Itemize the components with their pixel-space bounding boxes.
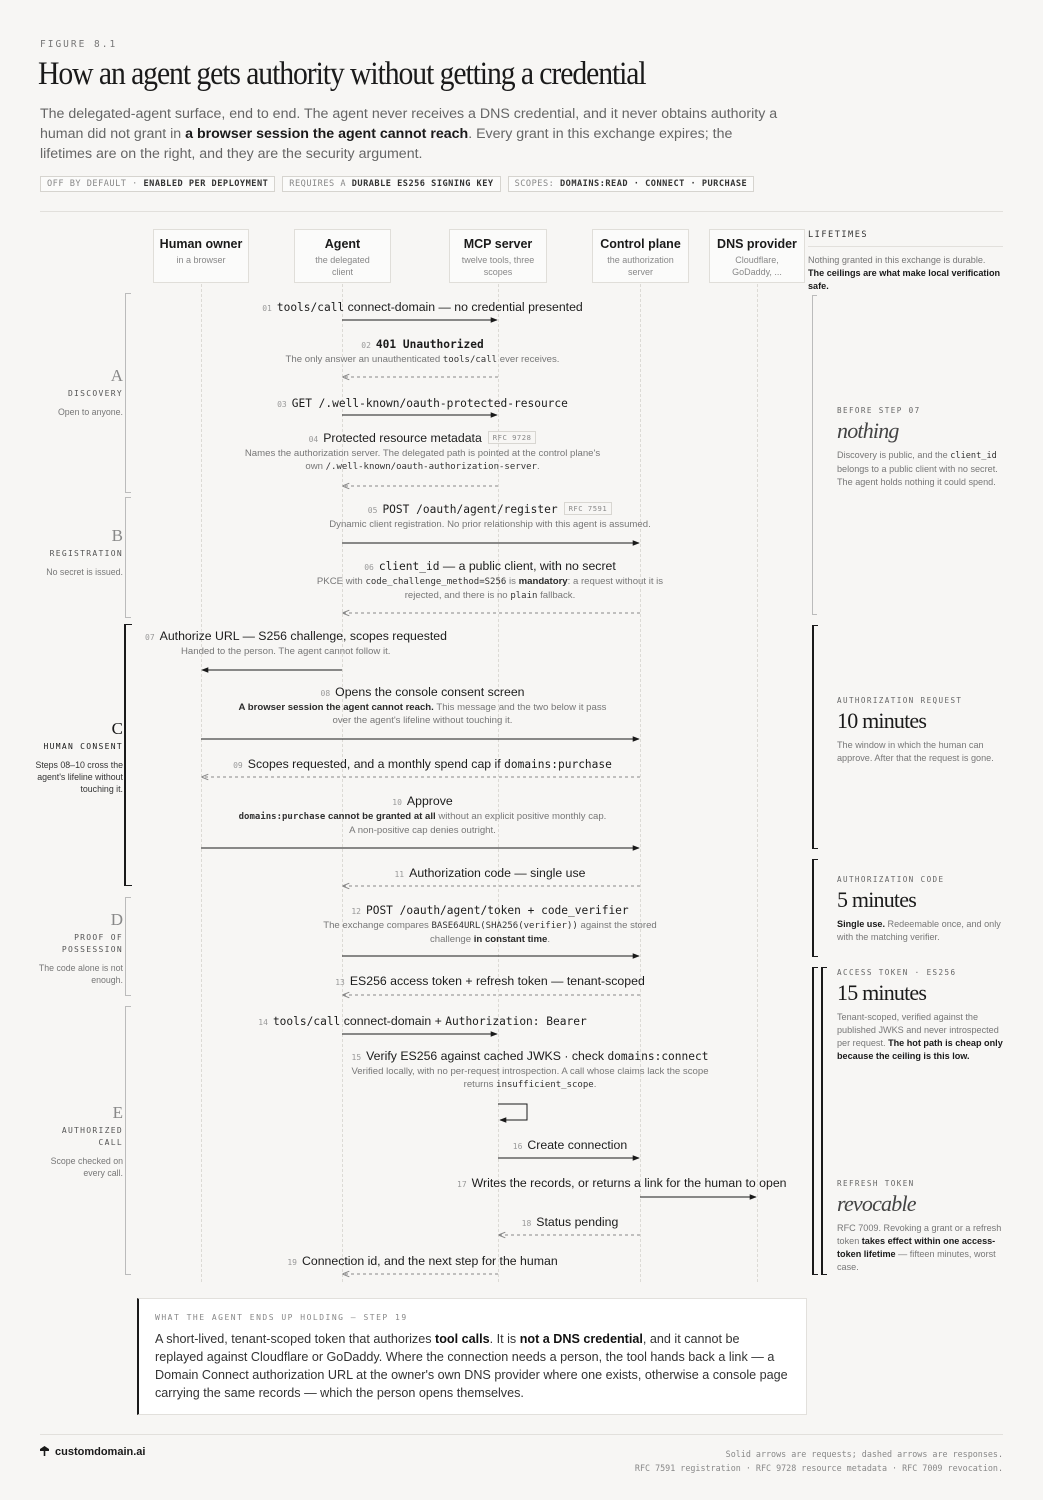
phase-c-bracket: [124, 624, 132, 886]
lifetime-bracket-nothing: [812, 295, 817, 615]
rfc-badge: RFC 7591: [563, 502, 613, 515]
phase-d-bracket: [125, 897, 131, 996]
tag-default-off: OFF BY DEFAULT · ENABLED PER DEPLOYMENT: [40, 176, 276, 192]
lifeline-mcp: [498, 284, 499, 1282]
lifetime-bracket-auth-code: [812, 859, 818, 957]
lifetimes-intro: Nothing granted in this exchange is dura…: [808, 255, 1001, 291]
phase-a-bracket: [125, 293, 131, 493]
lifetime-bracket-refresh-token: [821, 967, 827, 1275]
lifeline-agent: [342, 284, 343, 1282]
rfc-badge: RFC 9728: [487, 431, 537, 444]
tag-scopes: SCOPES: DOMAINS:READ · CONNECT · PURCHAS…: [507, 176, 755, 192]
lifeline-control-plane: [640, 284, 641, 1282]
lifetime-bracket-access-token: [812, 967, 818, 1275]
brand-logo-icon: [40, 1446, 49, 1456]
header-divider: [40, 211, 1003, 212]
footer-divider: [40, 1434, 1003, 1435]
page-subtitle: The delegated-agent surface, end to end.…: [40, 106, 778, 162]
phase-b-bracket: [125, 497, 131, 618]
arrow-15-self: [498, 1103, 528, 1123]
page-title: How an agent gets authority without gett…: [38, 56, 647, 92]
phase-e-bracket: [125, 1006, 131, 1275]
lifetime-bracket-auth-request: [812, 625, 818, 849]
footer-brand[interactable]: customdomain.ai: [40, 1446, 145, 1458]
holding-label: WHAT THE AGENT ENDS UP HOLDING — STEP 19: [155, 1313, 408, 1322]
holding-body: A short-lived, tenant-scoped token that …: [155, 1332, 788, 1400]
lifetimes-divider: [808, 246, 1003, 247]
figure-label: FIGURE 8.1: [40, 39, 118, 50]
tag-row: OFF BY DEFAULT · ENABLED PER DEPLOYMENT …: [40, 176, 755, 192]
footer-notes: Solid arrows are requests; dashed arrows…: [634, 1449, 1003, 1473]
lifeline-human: [201, 284, 202, 1282]
tag-signing-key: REQUIRES A DURABLE ES256 SIGNING KEY: [282, 176, 501, 192]
lifeline-dns-provider: [757, 284, 758, 1282]
lifetimes-heading: LIFETIMES: [808, 230, 869, 240]
agent-holding-callout: WHAT THE AGENT ENDS UP HOLDING — STEP 19…: [137, 1298, 807, 1415]
